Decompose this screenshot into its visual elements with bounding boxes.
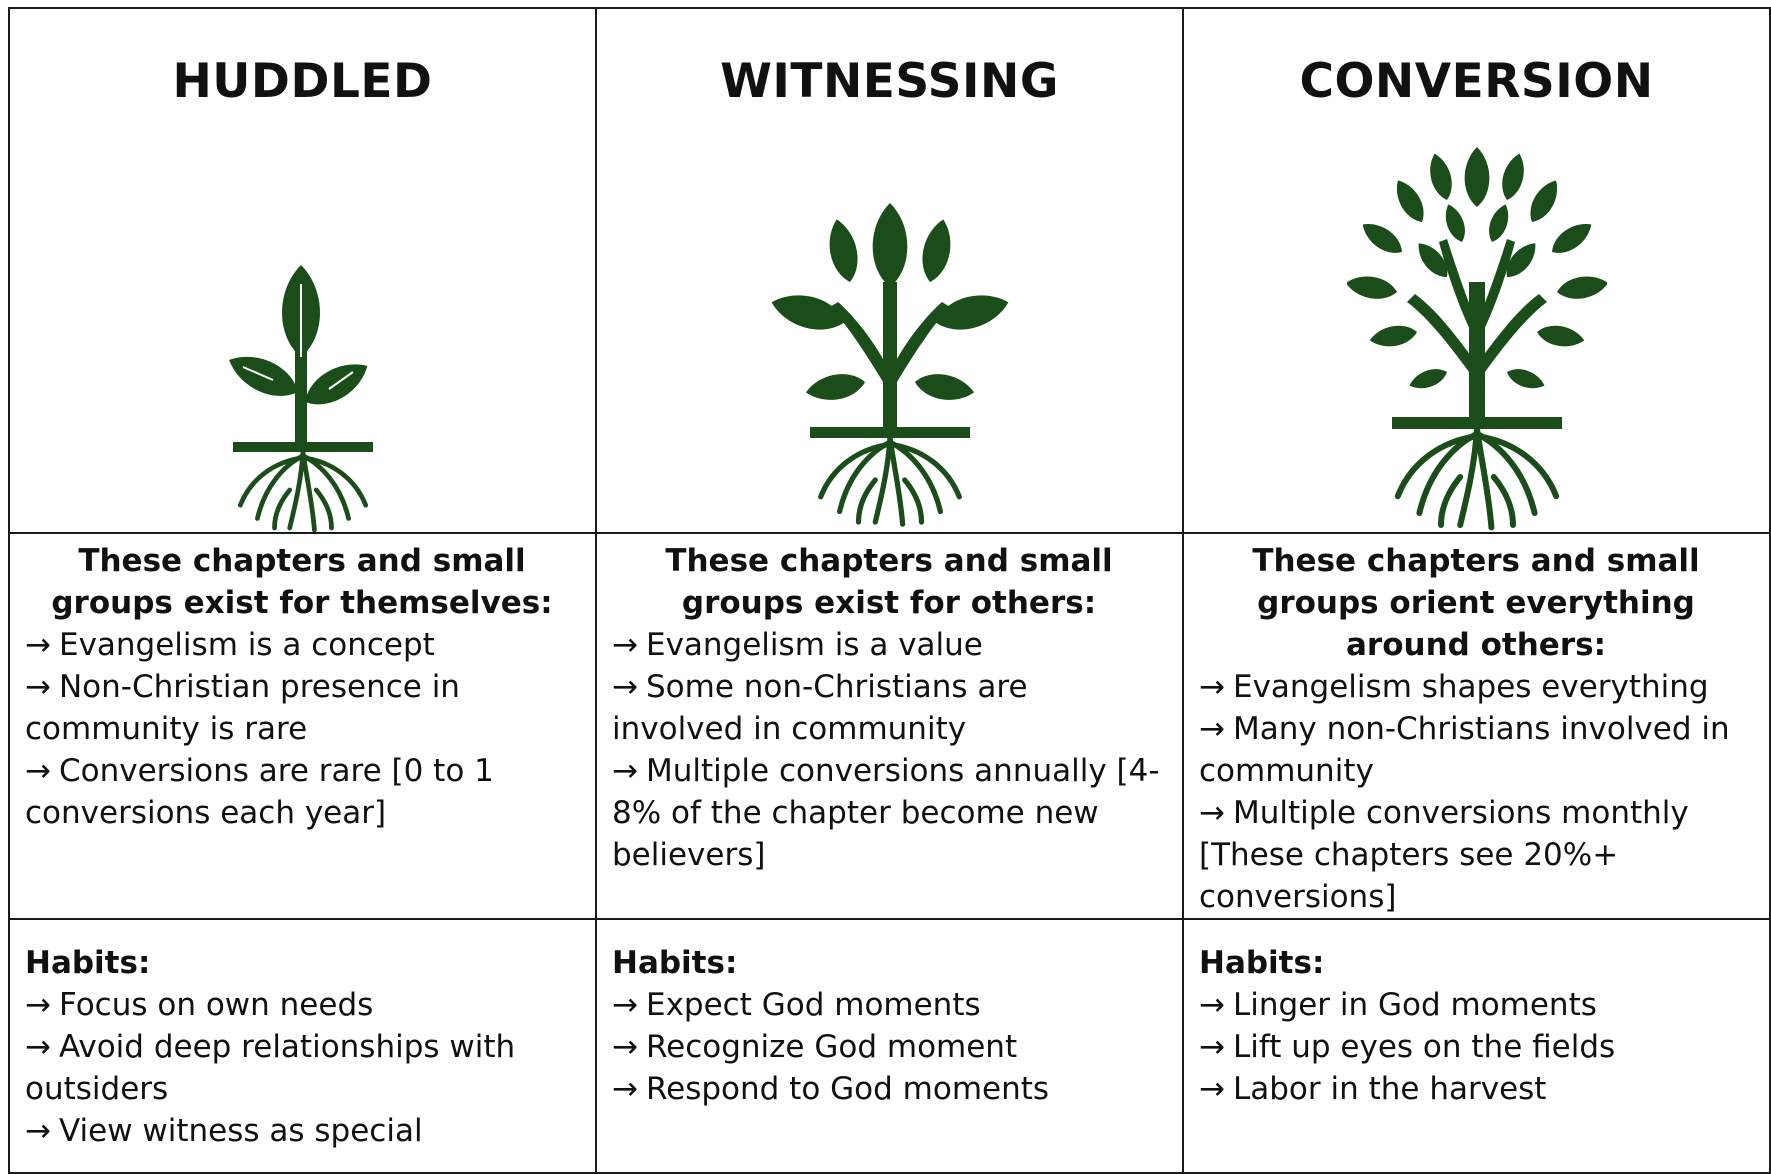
stage-habits-conversion: Habits: →Linger in God moments →Lift up … [1182, 918, 1771, 1174]
list-item: →Respond to God moments [612, 1071, 1050, 1107]
stage-description-witnessing: These chapters and small groups exist fo… [595, 532, 1184, 920]
arrow-icon: → [612, 753, 638, 789]
habits-heading: Habits: [612, 945, 738, 981]
description-heading: These chapters and small groups exist fo… [665, 543, 1113, 621]
stage-habits-huddled: Habits: →Focus on own needs →Avoid deep … [8, 918, 597, 1174]
habits-heading: Habits: [25, 945, 151, 981]
stage-title: CONVERSION [1299, 54, 1654, 109]
arrow-icon: → [25, 1029, 51, 1065]
arrow-icon: → [1199, 1029, 1225, 1065]
arrow-icon: → [25, 627, 51, 663]
stage-header-witnessing: WITNESSING [595, 7, 1184, 534]
arrow-icon: → [25, 753, 51, 789]
arrow-icon: → [1199, 795, 1225, 831]
list-item: →Evangelism is a concept [25, 627, 435, 663]
stages-table: HUDDLED [8, 7, 1771, 1174]
young-plant-icon [597, 192, 1182, 532]
stage-title: WITNESSING [720, 54, 1059, 109]
stage-header-huddled: HUDDLED [8, 7, 597, 534]
description-row: These chapters and small groups exist fo… [8, 532, 1771, 920]
list-item: →Non-Christian presence in community is … [25, 669, 460, 747]
arrow-icon: → [612, 627, 638, 663]
description-heading: These chapters and small groups orient e… [1252, 543, 1700, 663]
arrow-icon: → [1199, 711, 1225, 747]
list-item: →Labor in the harvest [1199, 1071, 1547, 1107]
list-item: →Recognize God moment [612, 1029, 1018, 1065]
list-item: →Conversions are rare [0 to 1 conversion… [25, 753, 494, 831]
list-item: →Multiple conversions monthly [These cha… [1199, 795, 1689, 915]
tree-icon [1184, 142, 1769, 532]
stage-habits-witnessing: Habits: →Expect God moments →Recognize G… [595, 918, 1184, 1174]
list-item: →Many non-Christians involved in communi… [1199, 711, 1730, 789]
habits-heading: Habits: [1199, 945, 1325, 981]
arrow-icon: → [25, 1113, 51, 1149]
sprout-icon [10, 262, 595, 532]
arrow-icon: → [612, 669, 638, 705]
arrow-icon: → [25, 987, 51, 1023]
stage-description-conversion: These chapters and small groups orient e… [1182, 532, 1771, 920]
arrow-icon: → [1199, 1071, 1225, 1107]
list-item: →Evangelism is a value [612, 627, 983, 663]
arrow-icon: → [612, 987, 638, 1023]
list-item: →Focus on own needs [25, 987, 374, 1023]
stage-description-huddled: These chapters and small groups exist fo… [8, 532, 597, 920]
list-item: →View witness as special [25, 1113, 423, 1149]
stage-title: HUDDLED [172, 54, 433, 109]
arrow-icon: → [612, 1071, 638, 1107]
list-item: →Evangelism shapes everything [1199, 669, 1709, 705]
description-heading: These chapters and small groups exist fo… [51, 543, 553, 621]
list-item: →Multiple conversions annually [4-8% of … [612, 753, 1160, 873]
list-item: →Linger in God moments [1199, 987, 1597, 1023]
arrow-icon: → [612, 1029, 638, 1065]
header-row: HUDDLED [8, 7, 1771, 534]
arrow-icon: → [1199, 669, 1225, 705]
arrow-icon: → [1199, 987, 1225, 1023]
habits-row: Habits: →Focus on own needs →Avoid deep … [8, 918, 1771, 1174]
list-item: →Avoid deep relationships with outsiders [25, 1029, 516, 1107]
list-item: →Expect God moments [612, 987, 981, 1023]
arrow-icon: → [25, 669, 51, 705]
stage-header-conversion: CONVERSION [1182, 7, 1771, 534]
list-item: →Some non-Christians are involved in com… [612, 669, 1028, 747]
list-item: →Lift up eyes on the fields [1199, 1029, 1616, 1065]
